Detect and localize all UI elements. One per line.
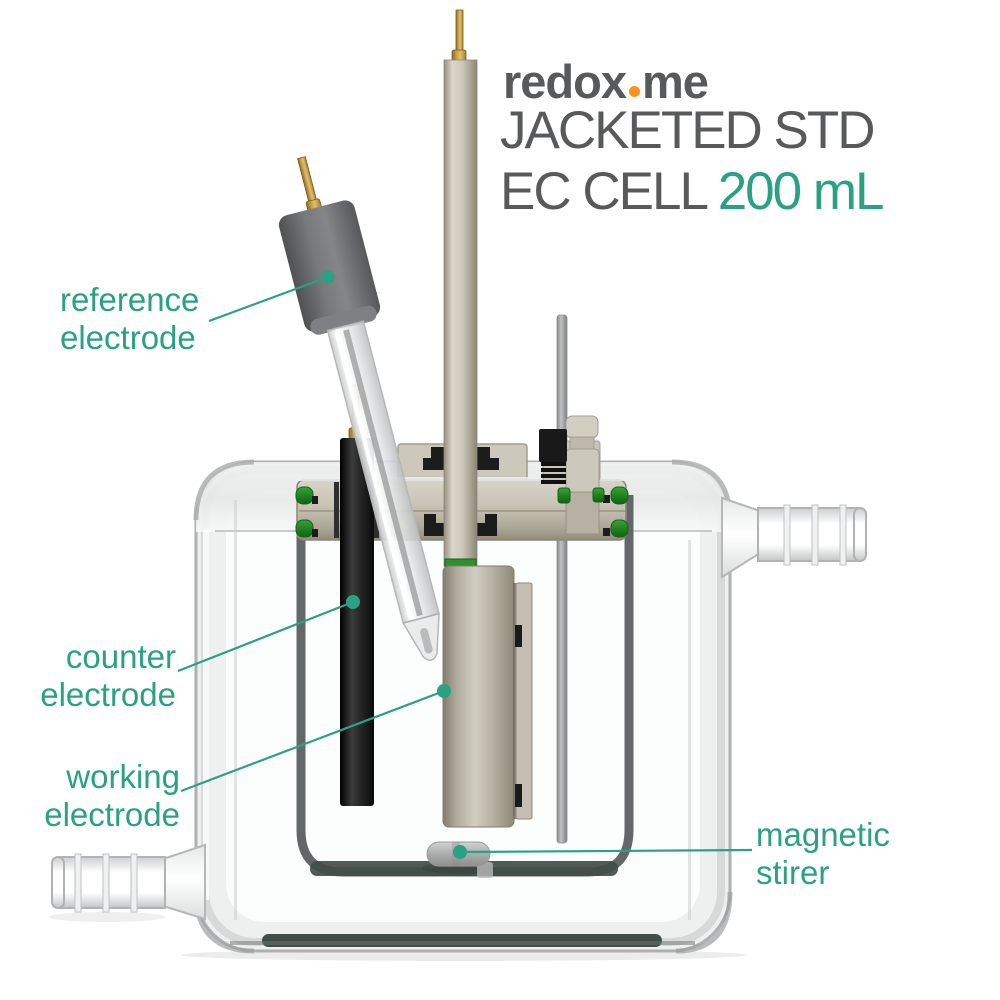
brand-logo-suffix: me bbox=[642, 55, 709, 108]
product-volume: 200 mL bbox=[717, 162, 885, 221]
purge-rod bbox=[556, 314, 568, 844]
brand-dot-icon bbox=[629, 86, 640, 97]
label-working-electrode: working electrode bbox=[44, 758, 180, 833]
product-title-line2: EC CELL 200 mL bbox=[500, 161, 885, 222]
brand-logo-prefix: redox bbox=[503, 55, 627, 108]
label-reference-electrode: reference electrode bbox=[60, 281, 200, 356]
label-counter-electrode: counter electrode bbox=[40, 638, 176, 713]
product-title-line1: JACKETED STD bbox=[500, 101, 876, 160]
jacket-inlet-hose-barb bbox=[51, 843, 206, 921]
reference-electrode bbox=[278, 156, 440, 661]
label-magnetic-stirrer: magnetic stirer bbox=[756, 816, 890, 891]
jacket-outlet-hose-barb bbox=[721, 496, 867, 579]
callout-leaders bbox=[177, 270, 753, 859]
working-electrode bbox=[442, 9, 533, 828]
product-title-line2-text: EC CELL bbox=[500, 162, 718, 221]
